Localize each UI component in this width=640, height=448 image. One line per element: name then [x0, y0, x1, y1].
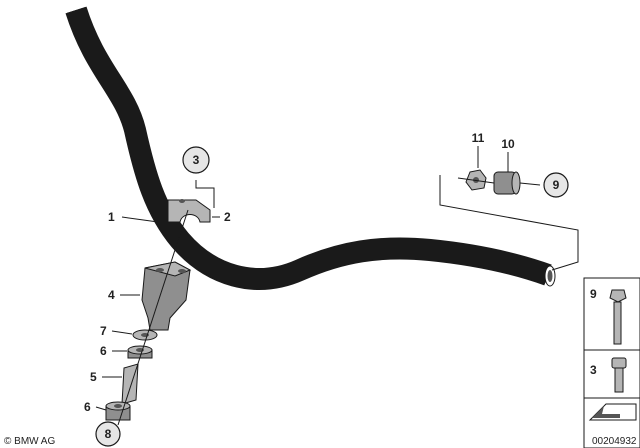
- handlebar: [65, 6, 556, 290]
- callout-circle-3: [182, 146, 210, 174]
- direction-arrow-icon: [588, 403, 637, 421]
- legend-label-bottom: 3: [590, 363, 597, 377]
- clamp-cap: [167, 199, 211, 223]
- callout-4: 4: [108, 288, 115, 302]
- callout-1: 1: [108, 210, 115, 224]
- callout-10: 10: [501, 137, 515, 151]
- legend-label-top: 9: [590, 287, 597, 301]
- spacer-sleeve: [121, 363, 139, 405]
- drawing-number: 00204932: [592, 436, 637, 447]
- bar-end-weight: [465, 169, 521, 195]
- callout-6-lower: 6: [84, 400, 91, 414]
- washer: [132, 329, 158, 341]
- copyright-text: © BMW AG: [4, 436, 55, 447]
- callout-5: 5: [90, 370, 97, 384]
- rubber-bushing-upper: [127, 345, 153, 359]
- rubber-bushing-lower: [105, 401, 131, 421]
- callout-7: 7: [100, 324, 107, 338]
- callout-circle-8: [95, 421, 121, 447]
- fastener-legend: 9 3: [583, 277, 640, 448]
- callout-6-upper: 6: [100, 344, 107, 358]
- callout-9: 9: [553, 178, 560, 192]
- callout-8: 8: [105, 427, 112, 441]
- callout-circle-9: [543, 172, 569, 198]
- callout-11: 11: [472, 131, 485, 145]
- bolt-short-icon: [611, 357, 627, 393]
- riser: [141, 261, 192, 331]
- bolt-long-icon: [609, 289, 627, 345]
- callout-2: 2: [224, 210, 231, 224]
- callout-3: 3: [193, 153, 200, 167]
